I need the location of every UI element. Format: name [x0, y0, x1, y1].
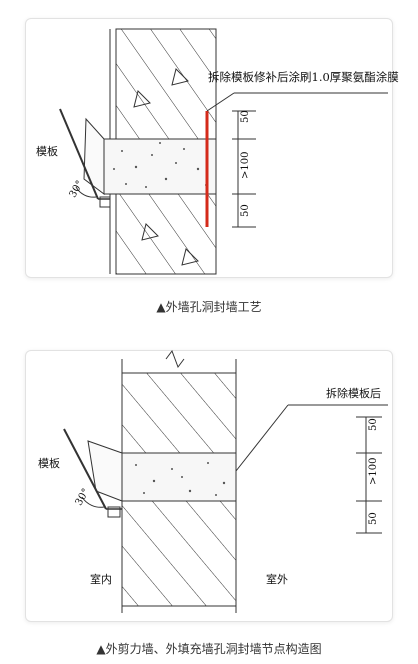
formwork-board	[59, 108, 99, 200]
figure-2-card: 拆除模板后 模板 30° 50 >100 50 室内 室外	[25, 349, 393, 622]
wall-lower	[115, 193, 217, 275]
fig2-dim-bottom: 50	[368, 512, 379, 525]
figure-1-card: 拆除模板修补后涂刷1.0厚聚氨酯涂膜 模板 30° 50 >100 50	[25, 18, 399, 278]
wall-upper	[115, 28, 217, 140]
figure-2-caption: ▲外剪力墙、外填充墙孔洞封墙节点构造图	[96, 642, 322, 656]
fig1-dim-bottom: 50	[240, 204, 251, 217]
fig2-dim-mid: >100	[368, 458, 379, 485]
figure-1-caption: ▲外墙孔洞封墙工艺	[156, 300, 262, 314]
fig1-dim-mid: >100	[240, 152, 251, 179]
wall-upper	[121, 372, 237, 454]
fig2-outdoor-label: 室外	[266, 572, 288, 586]
fig1-dim-top: 50	[240, 110, 251, 123]
fig2-note: 拆除模板后	[326, 386, 381, 400]
wall-lower	[121, 500, 237, 607]
fig2-dim-top: 50	[368, 418, 379, 431]
figure-2-diagram: 拆除模板后 模板 30° 50 >100 50 室内 室外	[38, 349, 388, 613]
fig1-angle-label: 30°	[68, 179, 86, 200]
concrete-fill	[121, 452, 237, 502]
figure-1-diagram: 拆除模板修补后涂刷1.0厚聚氨酯涂膜 模板 30° 50 >100 50	[36, 28, 399, 275]
fig2-formwork-label: 模板	[38, 456, 60, 470]
fig1-formwork-label: 模板	[36, 144, 58, 158]
fig2-indoor-label: 室内	[90, 572, 112, 586]
formwork-board	[63, 428, 107, 510]
fig1-note: 拆除模板修补后涂刷1.0厚聚氨酯涂膜	[208, 70, 399, 84]
concrete-fill	[103, 138, 217, 195]
